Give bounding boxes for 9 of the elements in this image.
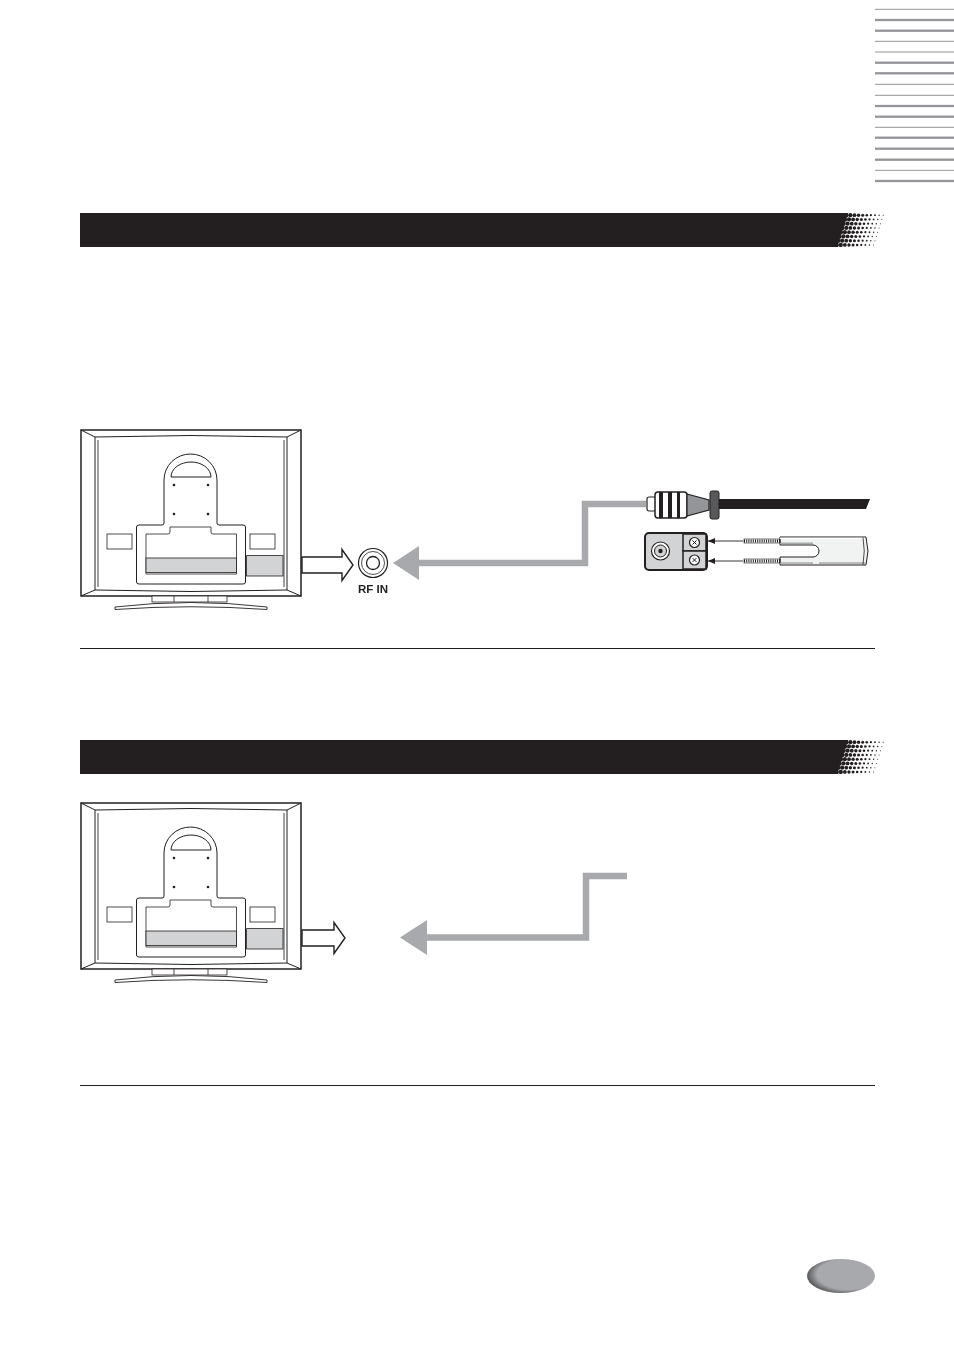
antenna-adapter-drawing — [644, 532, 708, 571]
twin-lead-cable-drawing — [743, 535, 870, 567]
tv-rear-panel-drawing — [80, 801, 302, 984]
coaxial-plug-drawing — [646, 490, 871, 520]
tv-rear-panel-drawing — [80, 428, 302, 611]
hollow-arrow — [301, 547, 354, 583]
hollow-arrow — [301, 920, 346, 956]
port-label: RF IN — [358, 583, 388, 596]
arrow — [393, 500, 646, 580]
